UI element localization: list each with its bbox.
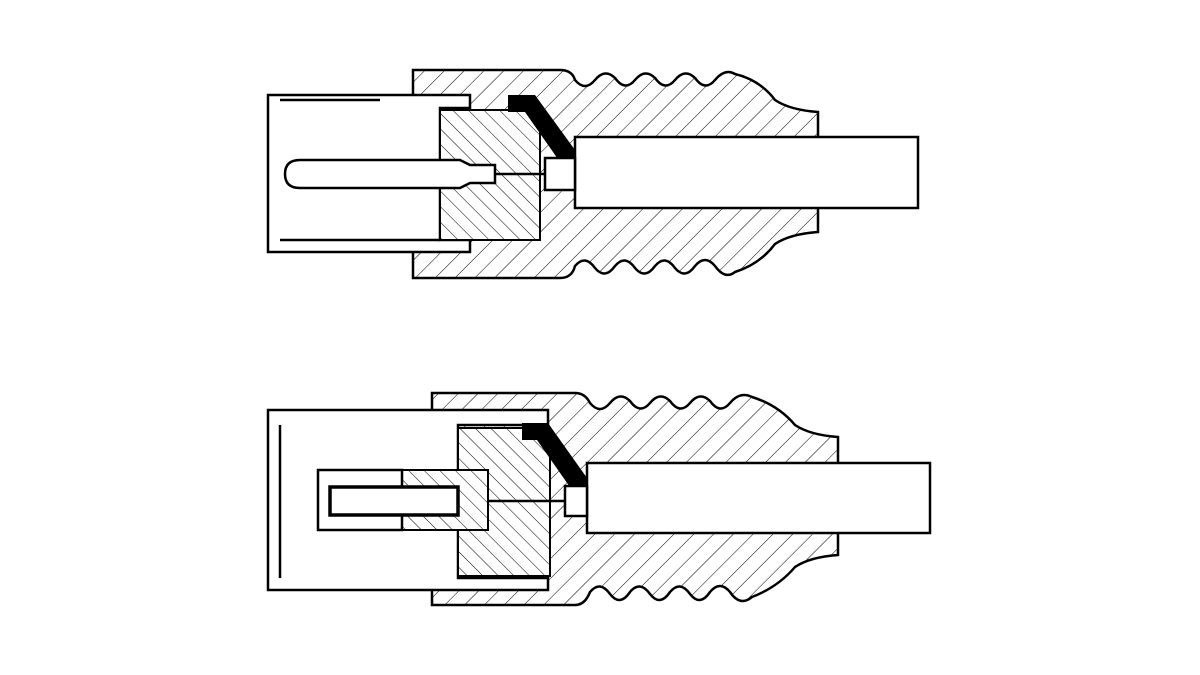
female-connector <box>266 391 932 607</box>
pin-base <box>563 484 589 518</box>
pin-base <box>543 156 577 192</box>
crimp-ring <box>522 423 587 490</box>
socket-bore <box>328 485 460 517</box>
male-connector <box>266 68 920 280</box>
contact-pin <box>283 158 497 190</box>
cable-jacket <box>573 135 920 210</box>
cable-jacket <box>585 461 932 535</box>
crimp-ring <box>508 95 575 162</box>
